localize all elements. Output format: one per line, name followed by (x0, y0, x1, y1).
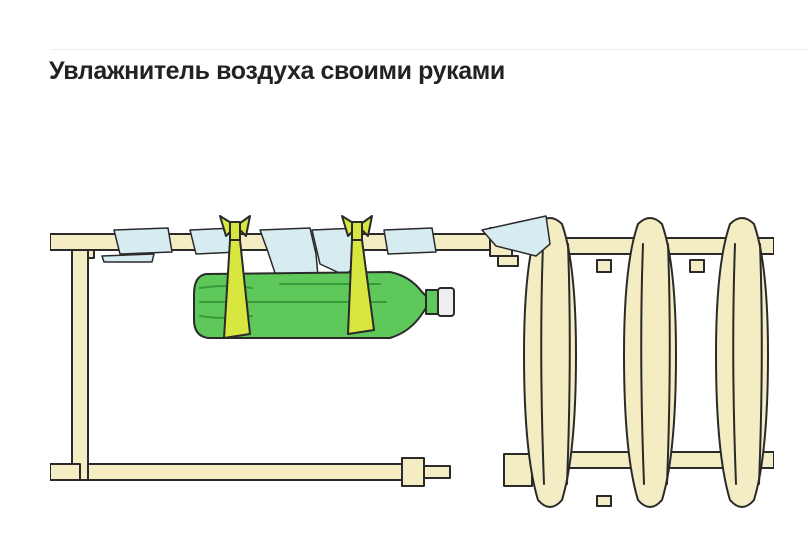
bottom-pipe (50, 453, 533, 487)
article-title: Увлажнитель воздуха своими руками (49, 57, 505, 85)
tie-ribbon-icon (341, 215, 375, 335)
radiator-section-icon (715, 217, 769, 508)
radiator-section-icon (623, 217, 677, 508)
radiator-section-icon (523, 217, 577, 508)
tie-ribbon-icon (219, 215, 251, 339)
header-divider (50, 49, 808, 50)
left-vertical-pipe (71, 233, 89, 481)
illustration-svg (50, 215, 774, 508)
humidifier-illustration (50, 204, 774, 518)
